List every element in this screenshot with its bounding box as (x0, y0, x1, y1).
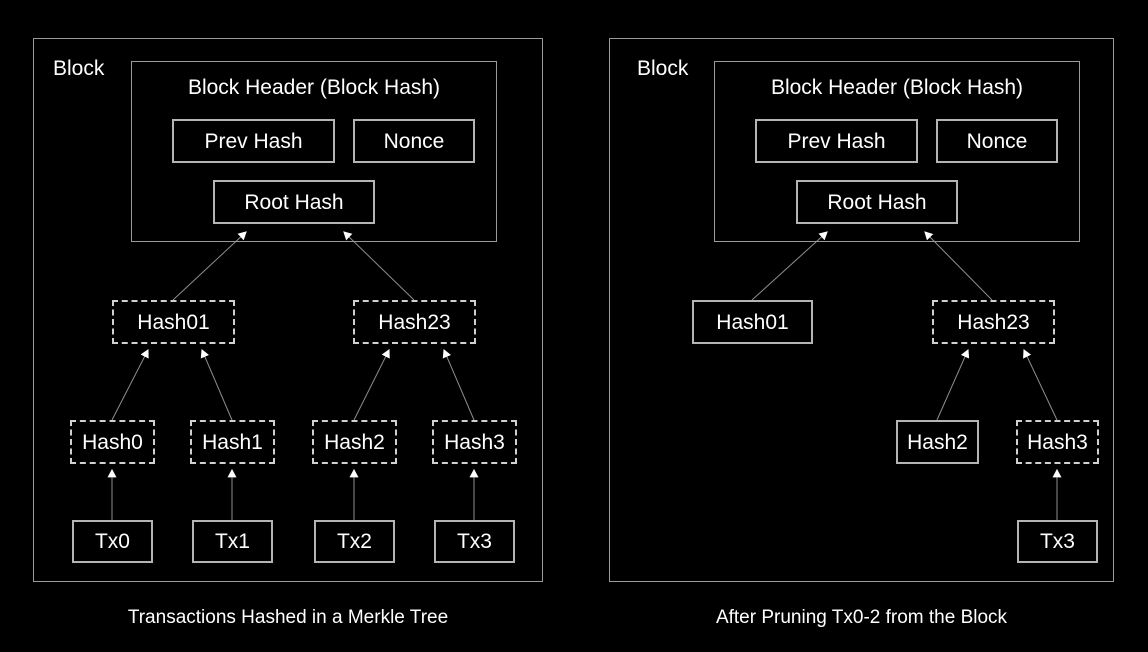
hash1-node-left[interactable]: Hash1 (190, 420, 275, 464)
block-header-title-left: Block Header (Block Hash) (187, 76, 441, 99)
block-outline-left (33, 38, 543, 582)
hash3-node-right[interactable]: Hash3 (1016, 420, 1099, 464)
hash0-node-left[interactable]: Hash0 (70, 420, 155, 464)
nonce-box-left[interactable]: Nonce (353, 119, 475, 163)
hash2-node-right[interactable]: Hash2 (896, 420, 979, 464)
tx2-node[interactable]: Tx2 (314, 520, 395, 563)
root-hash-box-left[interactable]: Root Hash (213, 180, 375, 224)
hash2-node-left[interactable]: Hash2 (312, 420, 397, 464)
hash01-node-left[interactable]: Hash01 (112, 300, 235, 344)
prev-hash-box-right[interactable]: Prev Hash (755, 119, 918, 163)
hash23-node-right[interactable]: Hash23 (932, 300, 1055, 344)
caption-merkle-tree: Transactions Hashed in a Merkle Tree (127, 607, 449, 628)
hash3-node-left[interactable]: Hash3 (432, 420, 517, 464)
tx3-node-left[interactable]: Tx3 (434, 520, 515, 563)
nonce-box-right[interactable]: Nonce (936, 119, 1058, 163)
prev-hash-box-left[interactable]: Prev Hash (172, 119, 335, 163)
caption-pruned-block: After Pruning Tx0-2 from the Block (715, 607, 1008, 628)
tx1-node[interactable]: Tx1 (192, 520, 273, 563)
tx3-node-right[interactable]: Tx3 (1017, 520, 1098, 563)
tx0-node[interactable]: Tx0 (72, 520, 153, 563)
root-hash-box-right[interactable]: Root Hash (796, 180, 958, 224)
hash23-node-left[interactable]: Hash23 (353, 300, 476, 344)
block-header-title-right: Block Header (Block Hash) (770, 76, 1024, 99)
block-outline-right (609, 38, 1114, 582)
hash01-node-right[interactable]: Hash01 (692, 300, 813, 344)
block-label-left: Block (53, 57, 105, 80)
block-header-outline-left (131, 61, 497, 242)
block-header-outline-right (714, 61, 1080, 242)
block-label-right: Block (637, 57, 689, 80)
